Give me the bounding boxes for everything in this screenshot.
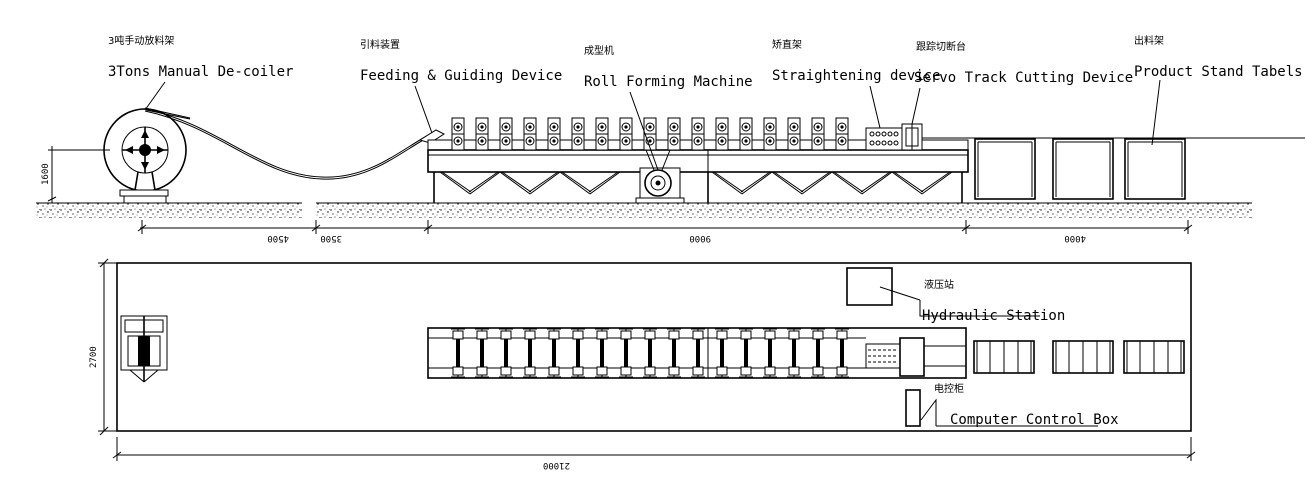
- product-stands-elevation: [974, 138, 1186, 200]
- dim-4500-text: 4500: [267, 233, 289, 243]
- feeding-label-cn: 引料装置: [360, 38, 400, 51]
- product-stands-plan: [973, 340, 1185, 374]
- dim-4000-text: 4000: [1064, 233, 1086, 243]
- steel-strip: [144, 108, 433, 178]
- dim-3500-text: 3500: [320, 233, 342, 243]
- hydraulic-label-cn: 液压站: [924, 278, 954, 291]
- hydraulic-label-en: Hydraulic Station: [922, 308, 1065, 324]
- servo-label-en: Servo Track Cutting Device: [914, 70, 1133, 86]
- control-box: [905, 389, 921, 427]
- width-2700-text: 2700: [89, 346, 99, 368]
- ground: [36, 202, 1252, 218]
- decoiler-elevation: [103, 107, 191, 204]
- control-label-cn: 电控柜: [934, 382, 964, 395]
- decoiler-label-en: 3Tons Manual De-coiler: [108, 64, 293, 80]
- decoiler-plan: [120, 315, 168, 383]
- straight-label-en: Straightening device: [772, 68, 941, 84]
- dim-9000-text: 9000: [689, 233, 711, 243]
- elevation-dimensions: 4500 3500 9000 4000: [137, 220, 1193, 243]
- control-label-en: Computer Control Box: [950, 412, 1119, 428]
- roll-former-elevation: [418, 117, 1305, 204]
- product-label-cn: 出料架: [1134, 34, 1164, 47]
- total-21000-text: 21000: [543, 460, 570, 470]
- roll-label-en: Roll Forming Machine: [584, 74, 753, 90]
- plan-view: [116, 262, 1192, 432]
- total-dimension: 21000: [112, 437, 1196, 470]
- stand-row-elevation: [451, 117, 849, 151]
- roll-former-plan: [427, 327, 967, 379]
- roll-label-cn: 成型机: [584, 44, 614, 57]
- feeding-label-en: Feeding & Guiding Device: [360, 68, 562, 84]
- labels: 3吨手动放料架 3Tons Manual De-coiler 引料装置 Feed…: [108, 34, 1303, 428]
- servo-label-cn: 跟踪切断台: [916, 40, 966, 53]
- leader-lines: [144, 79, 1161, 171]
- height-1600-text: 1600: [41, 163, 51, 185]
- straight-label-cn: 矫直架: [772, 38, 802, 51]
- product-label-en: Product Stand Tabels: [1134, 64, 1303, 80]
- decoiler-label-cn: 3吨手动放料架: [108, 34, 174, 47]
- hydraulic-station-box: [846, 267, 893, 306]
- width-dimension: 2700: [89, 258, 117, 436]
- height-dimension: 1600: [41, 146, 110, 203]
